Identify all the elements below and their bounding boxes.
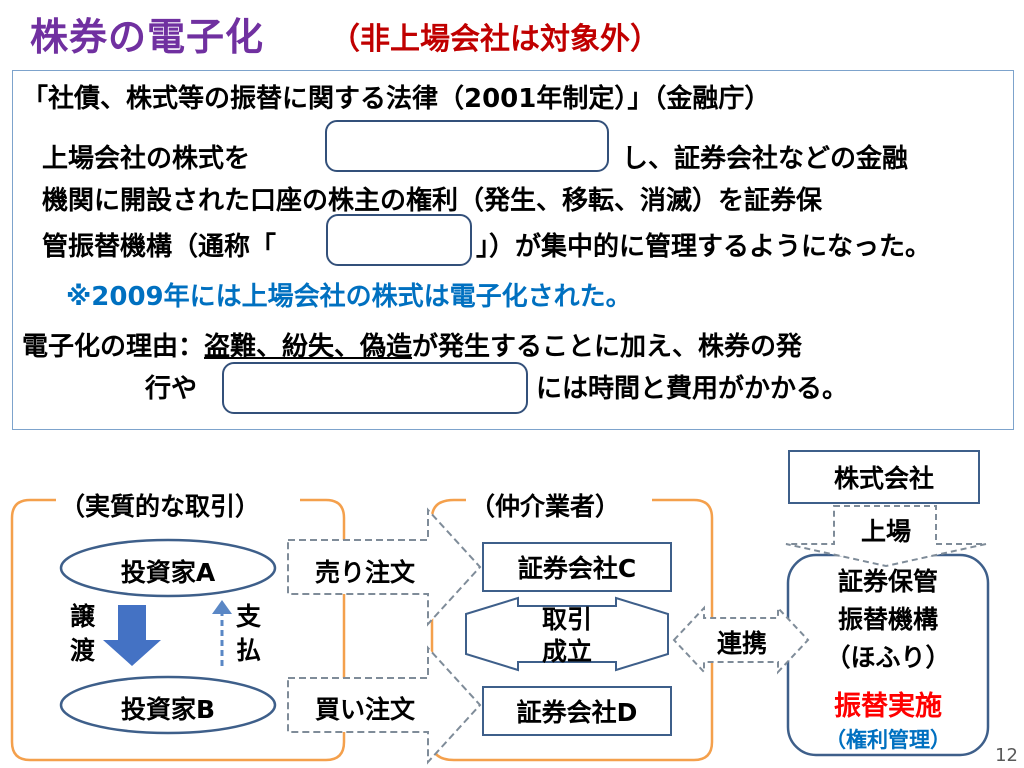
page-number: 12 bbox=[995, 745, 1018, 766]
reason-underlined: 盗難、紛失、偽造 bbox=[204, 332, 413, 362]
blank-1[interactable] bbox=[325, 120, 609, 172]
text-line3-b: 」）が集中的に管理するようになった。 bbox=[476, 232, 932, 262]
sell-order-arrow bbox=[287, 507, 482, 627]
payment-label: 支払 bbox=[236, 602, 262, 665]
cooperation-label: 連携 bbox=[716, 629, 767, 658]
text-line1-b: し、証券会社などの金融 bbox=[622, 144, 909, 174]
group-mid-label: （仲介業者） bbox=[466, 487, 625, 523]
group-left-label: （実質的な取引） bbox=[56, 487, 265, 523]
payment-arrowhead bbox=[212, 600, 232, 614]
listing-label: 上場 bbox=[860, 517, 911, 546]
page-title: 株券の電子化 bbox=[30, 15, 265, 59]
cooperation-arrow bbox=[672, 605, 810, 675]
transfer-label: 譲渡 bbox=[70, 602, 96, 665]
investor-b-ellipse bbox=[59, 675, 277, 735]
sell-order-label: 売り注文 bbox=[314, 558, 415, 587]
listing-arrow bbox=[785, 505, 987, 568]
buy-order-arrow bbox=[287, 645, 482, 765]
reason-line: 電子化の理由：盗難、紛失、偽造が発生することに加え、株券の発 bbox=[22, 326, 802, 363]
deal-arrow bbox=[465, 596, 669, 672]
reason2-b: には時間と費用がかかる。 bbox=[536, 374, 849, 404]
page-subtitle: （非上場会社は対象外） bbox=[330, 22, 660, 57]
note-2009: ※2009年には上場会社の株式は電子化された。 bbox=[66, 282, 632, 312]
text-line3-a: 管振替機構（通称「 bbox=[42, 232, 277, 262]
blank-2[interactable] bbox=[326, 214, 472, 266]
frame-mid bbox=[430, 498, 714, 762]
frame-left bbox=[10, 498, 346, 762]
transfer-exec-label: 振替実施 bbox=[834, 691, 942, 722]
company-box: 株式会社 bbox=[788, 450, 980, 504]
info-box bbox=[12, 70, 1014, 430]
reason-label: 電子化の理由： bbox=[22, 332, 205, 362]
investor-b: 投資家B bbox=[120, 695, 216, 724]
law-line: 「社債、株式等の振替に関する法律（2001年制定）」（金融庁） bbox=[22, 84, 771, 114]
deal-done-label: 取引成立 bbox=[541, 605, 592, 666]
reason2-a: 行や bbox=[145, 374, 198, 404]
broker-d-box: 証券会社D bbox=[482, 686, 672, 736]
rights-mgmt-label: （権利管理） bbox=[825, 728, 951, 752]
buy-order-label: 買い注文 bbox=[314, 695, 415, 724]
transfer-arrow bbox=[103, 605, 161, 666]
reason-rest: が発生することに加え、株券の発 bbox=[412, 332, 803, 362]
text-line1-a: 上場会社の株式を bbox=[42, 144, 251, 174]
depository-label: 証券保管 振替機構 （ほふり） bbox=[825, 567, 951, 672]
text-line2: 機関に開設された口座の株主の権利（発生、移転、消滅）を証券保 bbox=[42, 186, 823, 216]
blank-3[interactable] bbox=[222, 362, 528, 414]
broker-c-box: 証券会社C bbox=[482, 542, 672, 592]
investor-a: 投資家A bbox=[120, 558, 216, 587]
investor-a-ellipse bbox=[59, 538, 277, 598]
